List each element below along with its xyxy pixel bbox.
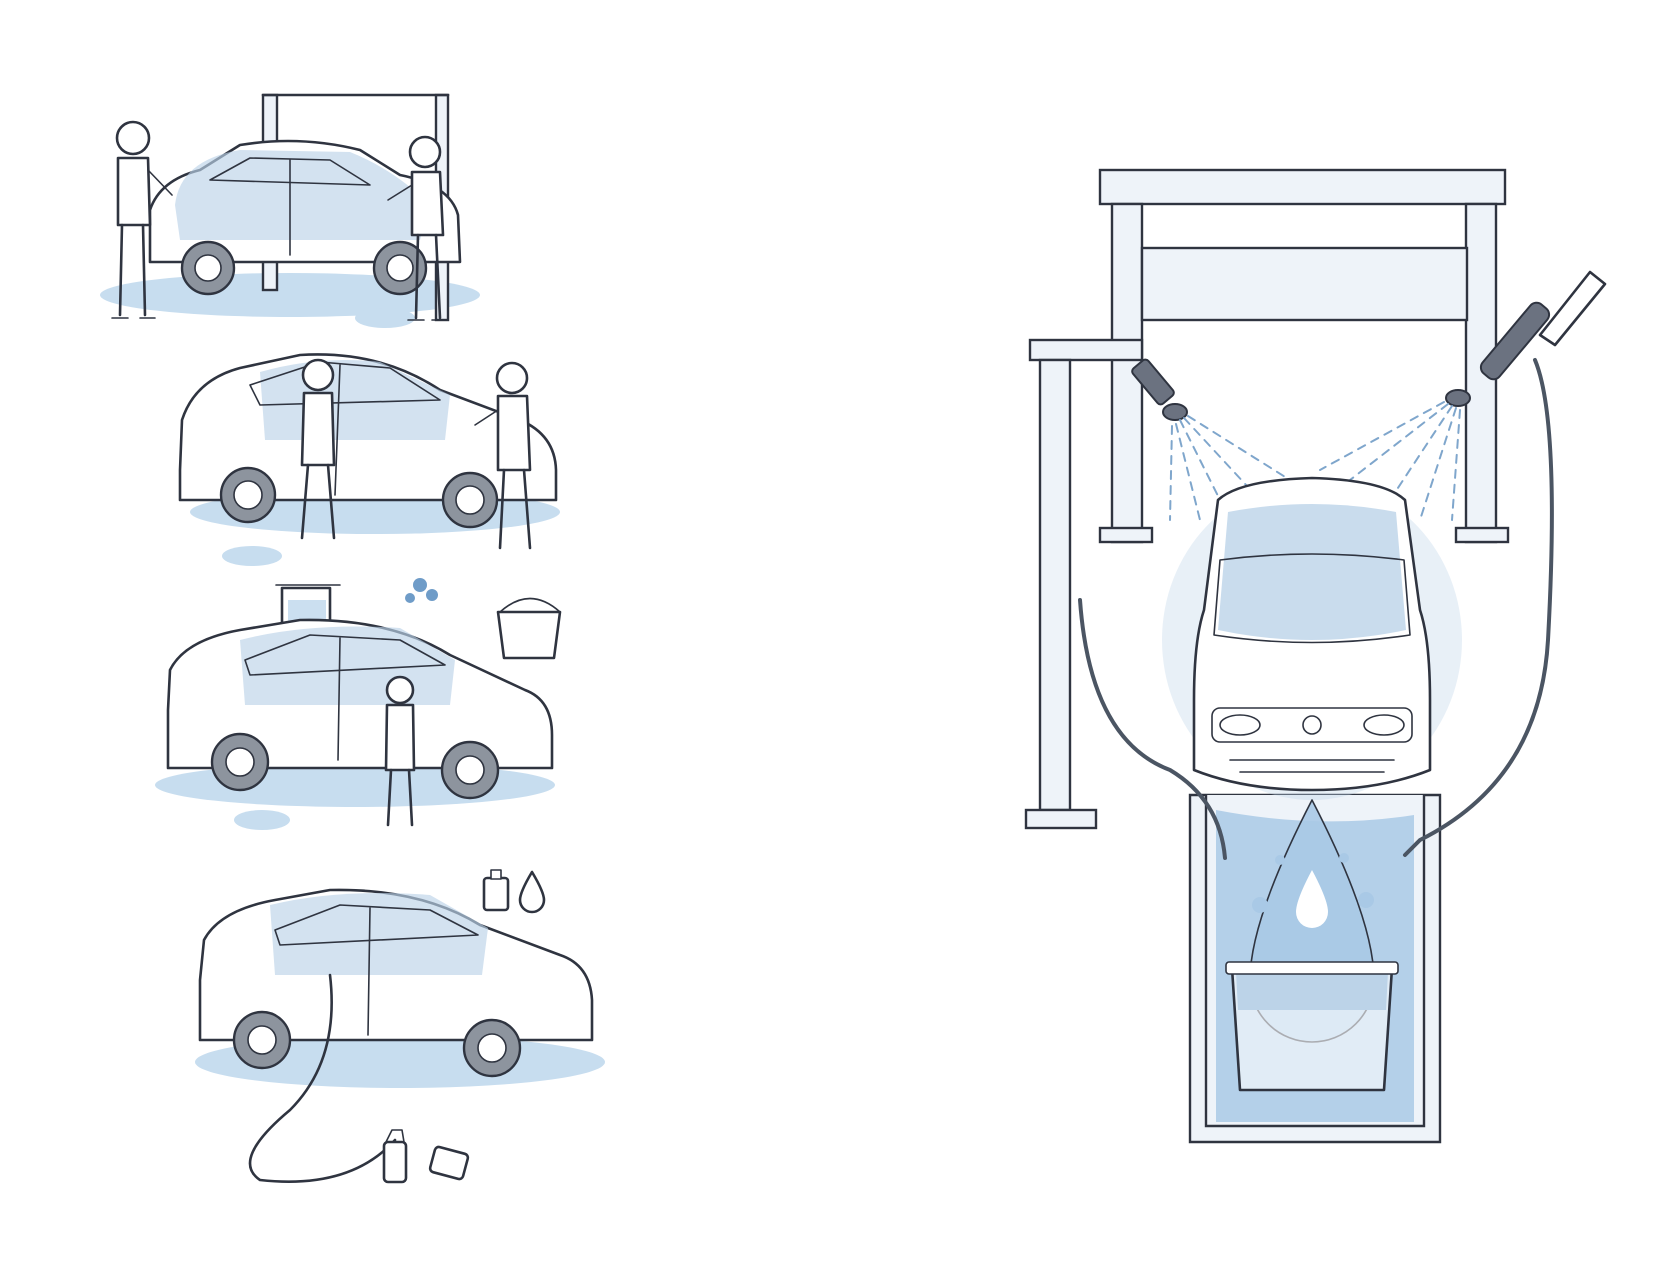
- person-icon: [474, 361, 532, 550]
- car-icon: [166, 618, 554, 800]
- scene-spray-wash: [178, 353, 560, 566]
- car-icon: [148, 139, 462, 296]
- right-panel: [1024, 168, 1607, 1144]
- person-icon: [111, 120, 173, 319]
- person-icon: [384, 675, 416, 827]
- spray-right: [1319, 401, 1461, 521]
- hose-icon: [248, 973, 397, 1183]
- gantry-icon: [1024, 168, 1510, 830]
- scene-hose-wash: [195, 869, 605, 1184]
- sponge-icon: [428, 1145, 470, 1181]
- bottle-icon: [482, 869, 510, 912]
- bucket-icon: [496, 597, 562, 660]
- tub-icon: [1225, 961, 1399, 1092]
- hose-icon: [1078, 358, 1554, 860]
- left-panel: [100, 93, 605, 1184]
- car-icon: [1162, 476, 1462, 800]
- droplet-icon: [518, 870, 546, 914]
- person-icon: [300, 358, 336, 540]
- spray-bottle-icon: [382, 1129, 408, 1184]
- car-icon: [198, 888, 594, 1078]
- spray-nozzle-icon: [1445, 270, 1607, 407]
- person-icon: [387, 135, 449, 321]
- scene-bucket-wash: [155, 578, 562, 830]
- spray-nozzle-icon: [1131, 358, 1188, 421]
- scene-two-people-hand-wash: [100, 93, 480, 328]
